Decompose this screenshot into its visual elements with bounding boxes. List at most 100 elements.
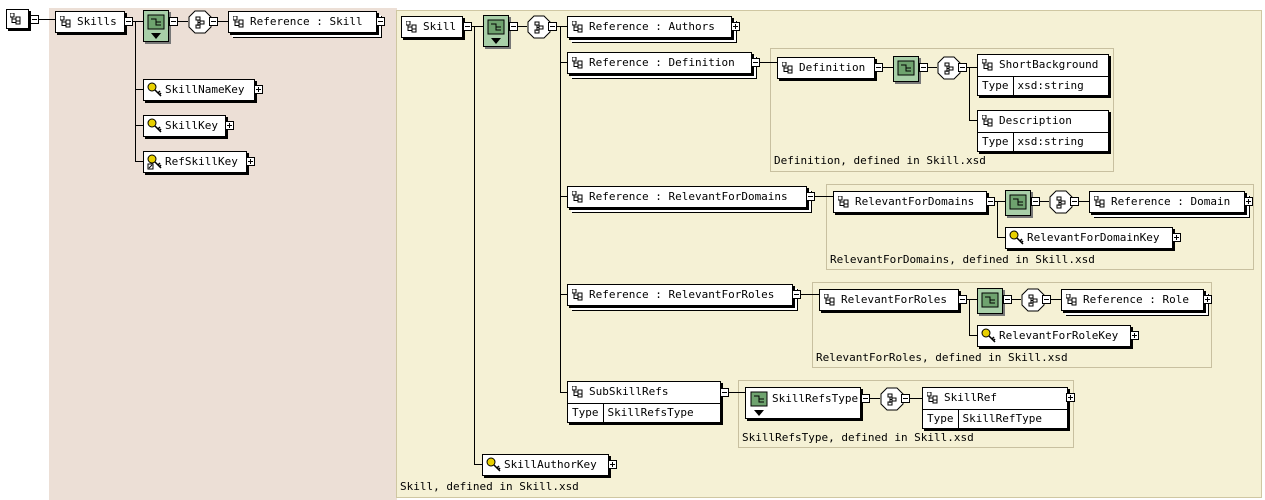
connector-line bbox=[38, 19, 55, 20]
skill-element[interactable]: Skill bbox=[401, 16, 463, 38]
collapse-toggle[interactable] bbox=[1070, 197, 1079, 206]
connector-line bbox=[560, 196, 567, 197]
skillref-element[interactable]: SkillRef Type SkillRefType bbox=[922, 387, 1068, 429]
connector-line bbox=[760, 62, 777, 63]
collapse-toggle[interactable] bbox=[463, 22, 472, 31]
expand-toggle[interactable] bbox=[225, 121, 234, 130]
skillauthorkey-key[interactable]: SkillAuthorKey bbox=[482, 454, 609, 476]
collapse-toggle[interactable] bbox=[30, 15, 39, 24]
expand-toggle[interactable] bbox=[1130, 331, 1139, 340]
complex-type-icon[interactable] bbox=[1005, 190, 1031, 216]
reference-relevantforroles-label: Reference : RelevantForRoles bbox=[589, 288, 775, 301]
reference-role-element[interactable]: Reference : Role bbox=[1061, 289, 1204, 311]
reference-definition-element[interactable]: Reference : Definition bbox=[567, 52, 752, 74]
sequence-icon[interactable] bbox=[188, 10, 212, 34]
expand-toggle[interactable] bbox=[246, 157, 255, 166]
chevron-down-icon bbox=[754, 410, 764, 416]
expand-toggle[interactable] bbox=[1172, 233, 1181, 242]
connector-line bbox=[997, 201, 998, 237]
keyref-icon bbox=[147, 154, 162, 170]
skills-element[interactable]: Skills bbox=[55, 11, 125, 33]
collapse-toggle[interactable] bbox=[1042, 295, 1051, 304]
skillrefs-caption: SkillRefsType, defined in Skill.xsd bbox=[742, 431, 974, 444]
collapse-toggle[interactable] bbox=[376, 17, 385, 26]
connector-line bbox=[171, 21, 188, 22]
sequence-icon[interactable] bbox=[937, 56, 961, 80]
connector-line bbox=[904, 398, 922, 399]
expand-toggle[interactable] bbox=[1244, 197, 1253, 206]
reference-skill-element[interactable]: Reference : Skill bbox=[228, 11, 377, 33]
schema-root-node[interactable] bbox=[6, 9, 29, 29]
reference-authors-label: Reference : Authors bbox=[589, 20, 715, 33]
skillrefstype-complex-type[interactable]: SkillRefsType bbox=[745, 387, 861, 419]
collapse-toggle[interactable] bbox=[124, 17, 133, 26]
sequence-icon[interactable] bbox=[1049, 190, 1073, 214]
complex-type-icon[interactable] bbox=[143, 10, 169, 42]
element-icon bbox=[572, 57, 583, 69]
skillkey-key[interactable]: SkillKey bbox=[143, 115, 226, 137]
element-icon bbox=[838, 196, 849, 208]
connector-line bbox=[801, 294, 819, 295]
expand-toggle[interactable] bbox=[1066, 393, 1075, 402]
reference-relevantfordomains-element[interactable]: Reference : RelevantForDomains bbox=[567, 186, 807, 208]
collapse-toggle[interactable] bbox=[919, 63, 928, 72]
sequence-icon[interactable] bbox=[527, 15, 551, 39]
reference-authors-element[interactable]: Reference : Authors bbox=[567, 16, 732, 38]
element-icon bbox=[927, 392, 938, 404]
complex-type-icon[interactable] bbox=[977, 288, 1003, 314]
type-value: SkillRefType bbox=[962, 412, 1042, 425]
collapse-toggle[interactable] bbox=[901, 394, 910, 403]
expand-toggle[interactable] bbox=[731, 22, 740, 31]
connector-line bbox=[133, 21, 143, 22]
collapse-toggle[interactable] bbox=[548, 22, 557, 31]
relevantforroles-element[interactable]: RelevantForRoles bbox=[819, 289, 959, 311]
skill-label: Skill bbox=[423, 20, 457, 33]
expand-toggle[interactable] bbox=[608, 460, 617, 469]
roles-caption: RelevantForRoles, defined in Skill.xsd bbox=[816, 351, 1068, 364]
connector-line bbox=[870, 398, 880, 399]
shortbackground-element[interactable]: ShortBackground Type xsd:string bbox=[977, 54, 1109, 96]
definition-element[interactable]: Definition bbox=[777, 57, 875, 79]
sequence-icon[interactable] bbox=[1021, 288, 1045, 312]
collapse-toggle[interactable] bbox=[792, 290, 801, 299]
collapse-toggle[interactable] bbox=[874, 63, 883, 72]
connector-line bbox=[212, 21, 228, 22]
connector-line bbox=[560, 62, 567, 63]
collapse-toggle[interactable] bbox=[861, 394, 870, 403]
expand-toggle[interactable] bbox=[254, 85, 263, 94]
complex-type-icon[interactable] bbox=[483, 15, 509, 47]
collapse-toggle[interactable] bbox=[1003, 295, 1012, 304]
relevantfordomainkey-key[interactable]: RelevantForDomainKey bbox=[1005, 227, 1173, 249]
collapse-toggle[interactable] bbox=[509, 22, 518, 31]
connector-line bbox=[560, 294, 567, 295]
reference-relevantfordomains-label: Reference : RelevantForDomains bbox=[589, 190, 788, 203]
collapse-toggle[interactable] bbox=[958, 295, 967, 304]
collapse-toggle[interactable] bbox=[209, 17, 218, 26]
collapse-toggle[interactable] bbox=[169, 17, 178, 26]
collapse-toggle[interactable] bbox=[958, 63, 967, 72]
relevantforrolekey-key[interactable]: RelevantForRoleKey bbox=[977, 325, 1131, 347]
subskillrefs-element[interactable]: SubSkillRefs Type SkillRefsType bbox=[567, 381, 721, 423]
relevantfordomains-label: RelevantForDomains bbox=[855, 195, 975, 208]
skillnamekey-key[interactable]: SkillNameKey bbox=[143, 79, 255, 101]
element-icon bbox=[824, 294, 835, 306]
reference-relevantforroles-element[interactable]: Reference : RelevantForRoles bbox=[567, 284, 793, 306]
reference-domain-element[interactable]: Reference : Domain bbox=[1089, 191, 1245, 213]
collapse-toggle[interactable] bbox=[720, 388, 729, 397]
relevantfordomains-element[interactable]: RelevantForDomains bbox=[833, 191, 987, 213]
collapse-toggle[interactable] bbox=[1031, 197, 1040, 206]
collapse-toggle[interactable] bbox=[751, 58, 760, 67]
element-icon bbox=[572, 191, 583, 203]
expand-toggle[interactable] bbox=[1203, 295, 1212, 304]
collapse-toggle[interactable] bbox=[986, 197, 995, 206]
definition-caption: Definition, defined in Skill.xsd bbox=[774, 154, 986, 167]
connector-line bbox=[921, 67, 937, 68]
collapse-toggle[interactable] bbox=[806, 192, 815, 201]
element-icon bbox=[1066, 294, 1077, 306]
key-icon bbox=[486, 457, 501, 472]
connector-line bbox=[474, 464, 482, 465]
description-element[interactable]: Description Type xsd:string bbox=[977, 110, 1109, 152]
complex-type-icon[interactable] bbox=[893, 56, 919, 82]
sequence-icon[interactable] bbox=[880, 387, 904, 411]
refskillkey-key[interactable]: RefSkillKey bbox=[143, 151, 247, 173]
